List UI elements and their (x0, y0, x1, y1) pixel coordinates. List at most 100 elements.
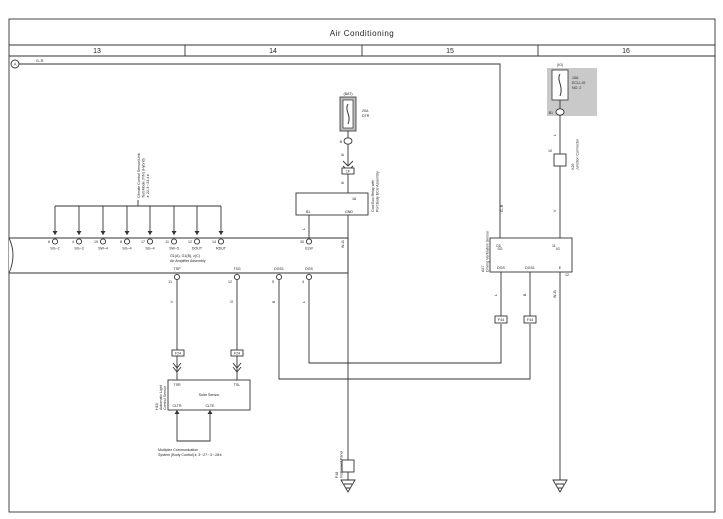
node-a-label: A (14, 62, 17, 67)
wire-label-g-r: G–R (36, 59, 44, 63)
connector-chevron-icon (232, 362, 242, 373)
fuse-bat-name: DTR (362, 114, 370, 118)
svg-text:11: 11 (168, 280, 172, 284)
wire-label-b: B (272, 300, 276, 303)
svg-text:DOUT: DOUT (192, 247, 203, 251)
fuse-bat-terminal (343, 137, 353, 145)
fuse-ig-element-icon (558, 73, 562, 97)
svg-text:Driving Ventilation Sensor: Driving Ventilation Sensor (486, 230, 490, 272)
amp-pin: 11 SW–5 (165, 238, 179, 251)
multiplex-line-2: System (Body Control)∗ 3∼27∼3∼28∗ (158, 453, 222, 457)
connector-1f-label: 1F (346, 170, 351, 174)
connector-f44-right (523, 315, 537, 324)
solar-sensor (167, 379, 251, 411)
vent-pin-dgs: DGS (497, 266, 505, 270)
svg-text:SG–4: SG–4 (122, 247, 131, 251)
wire-label-w-b: W–B (341, 240, 345, 248)
amp-pin-dgs: DGS 4 (302, 267, 313, 284)
svg-text:Cool Box Relay with: Cool Box Relay with (371, 180, 375, 212)
multi-label-line-2: Test Mode (Y/N) (Hybrid) (142, 158, 146, 198)
sensor-bracket (55, 200, 221, 207)
svg-text:SW–4: SW–4 (98, 247, 108, 251)
solar-pin-tsr: TSR (173, 383, 181, 387)
wire-label-l: L (302, 228, 306, 230)
wire-label-g: G (230, 300, 234, 303)
connector-chevron-icon (172, 362, 182, 373)
wire-vent-bottom (500, 272, 531, 316)
svg-text:TSP: TSP (174, 267, 182, 271)
arrow-up-icon (174, 410, 213, 414)
fuse-bat-rating: 20A (362, 109, 369, 113)
svg-text:Port Body ECU Assembly: Port Body ECU Assembly (376, 171, 380, 212)
amp-name-line-1: G1(A), G1(B), z(C) (170, 254, 200, 258)
wire-label-v: V (170, 300, 174, 303)
relay-name: Cool Box Relay with Port Body ECU Assemb… (371, 171, 380, 212)
svg-text:SG–2: SG–2 (50, 247, 59, 251)
junction-connector-pin: 10 (548, 149, 552, 153)
column-label-14: 14 (269, 48, 277, 55)
svg-text:12: 12 (188, 240, 192, 244)
wire-label-w-b-ig: W–B (553, 290, 557, 298)
ground-icon (340, 479, 356, 493)
fuse-ig-pin: B1 (549, 111, 553, 115)
junction-connector-tag: X20 Junction Connector (571, 138, 580, 170)
svg-text:SG–4: SG–4 (145, 247, 154, 251)
multiplex-line-1: Multiplex Communication (158, 448, 198, 452)
svg-text:ELW: ELW (305, 247, 313, 251)
vent-pin-dgs1: DGS1 (525, 266, 535, 270)
vent-pin-ig-num: 11 (552, 244, 556, 248)
wire-label-l-2: L (302, 301, 306, 303)
svg-text:12: 12 (228, 280, 232, 284)
amp-pin-elw: 30 ELW (300, 238, 313, 251)
vent-pin-ig: IG (556, 247, 560, 251)
svg-text:X20: X20 (571, 164, 575, 170)
junction-connector-x20 (553, 153, 567, 167)
svg-text:Instrument Panel: Instrument Panel (340, 451, 344, 478)
svg-text:DGS1: DGS1 (274, 267, 284, 271)
svg-text:14: 14 (212, 240, 216, 244)
relay-pin-top: 18 (352, 197, 356, 201)
svg-text:8: 8 (120, 240, 122, 244)
driving-ventilation-sensor (489, 237, 573, 273)
svg-text:SG–3: SG–3 (74, 247, 83, 251)
amp-pin-dgs1: DGS1 5 (272, 267, 284, 284)
vent-tag: A47 Driving Ventilation Sensor (481, 230, 490, 272)
svg-text:F48: F48 (335, 472, 339, 478)
column-label-13: 13 (93, 48, 101, 55)
solar-tag: H18 Automatic Light Control Sensor (155, 385, 167, 410)
sensor-arrows (52, 206, 224, 235)
svg-text:DGS: DGS (305, 267, 313, 271)
multi-sensor-label: Climate Control Sensor/Unit Test Mode (Y… (137, 153, 150, 198)
ground-icon (552, 479, 568, 493)
wire-label-r: R (341, 153, 345, 156)
fuse-bat-element-icon (346, 103, 350, 125)
solar-pin-clte: CLTE (206, 404, 216, 408)
fuse-ig-name-2: NO. 2 (572, 86, 581, 90)
svg-text:5: 5 (272, 280, 274, 284)
amp-pin-tsg: TSG 12 (228, 267, 241, 284)
connector-f24-left-label: F24 (175, 352, 181, 356)
svg-text:11: 11 (165, 240, 169, 244)
fuse-ig-terminal (555, 108, 565, 116)
column-label-16: 16 (622, 48, 630, 55)
vent-pin-e: E (559, 266, 562, 270)
ground-connector-f48 (341, 459, 355, 473)
vent-pin-e-num: 12 (565, 273, 569, 277)
wire-dgs (308, 280, 502, 364)
fuse-ig-rating: 15A (572, 76, 579, 80)
bus-break (8, 237, 14, 274)
svg-text:Control Sensor: Control Sensor (163, 385, 167, 410)
fuse-ig-name-1: ECU–IG (572, 81, 586, 85)
cool-box-relay (295, 192, 369, 216)
wire-label-l-vent: L (494, 294, 498, 296)
amp-pin: 19 SW–4 (94, 238, 108, 251)
amp-pin: 8 SG–4 (120, 238, 132, 251)
wire-label-b-vent: B (523, 293, 527, 296)
svg-text:17: 17 (141, 240, 145, 244)
svg-text:4: 4 (302, 280, 304, 284)
svg-text:6: 6 (48, 240, 50, 244)
connector-f24-right-label: F24 (234, 352, 240, 356)
amp-pin: 4 SG–3 (72, 238, 84, 251)
fuse-ig-label: (IG) (557, 63, 563, 67)
